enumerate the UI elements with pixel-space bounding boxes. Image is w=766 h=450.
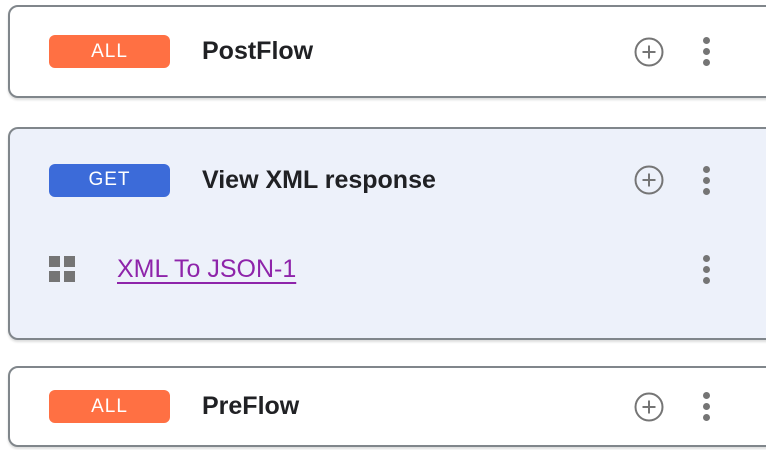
flow-actions (634, 129, 710, 231)
plus-circle-icon (634, 37, 664, 66)
flow-header-row: ALL PostFlow (10, 7, 766, 96)
flow-title: PostFlow (202, 37, 314, 65)
kebab-menu-icon (702, 392, 710, 399)
plus-circle-icon (634, 165, 664, 195)
kebab-menu-icon (702, 165, 710, 173)
flow-actions (634, 368, 710, 445)
flow-menu-button[interactable] (702, 392, 710, 421)
flow-card-postflow[interactable]: ALL PostFlow (8, 5, 766, 98)
policy-actions (702, 231, 710, 307)
flow-menu-button[interactable] (702, 165, 710, 195)
policy-row: XML To JSON-1 (10, 231, 766, 307)
flow-header-row: ALL PreFlow (10, 368, 766, 445)
flow-title: View XML response (202, 165, 436, 194)
flow-title: PreFlow (202, 392, 300, 420)
policy-link[interactable]: XML To JSON-1 (117, 254, 297, 283)
method-badge: ALL (49, 35, 170, 68)
kebab-menu-icon (702, 37, 710, 44)
add-policy-button[interactable] (634, 37, 664, 67)
plus-circle-icon (634, 392, 664, 421)
kebab-menu-icon (702, 254, 710, 262)
flow-card-preflow[interactable]: ALL PreFlow (8, 366, 766, 447)
add-policy-button[interactable] (634, 165, 664, 195)
method-badge: GET (49, 163, 170, 197)
policy-menu-button[interactable] (702, 254, 710, 284)
flow-menu-button[interactable] (702, 37, 710, 66)
flow-actions (634, 7, 710, 96)
flow-header-row: GET View XML response (10, 129, 766, 231)
method-badge: ALL (49, 390, 170, 423)
flow-card-view-xml-response[interactable]: GET View XML response (8, 127, 766, 340)
policy-grid-icon (49, 256, 75, 282)
add-policy-button[interactable] (634, 392, 664, 422)
